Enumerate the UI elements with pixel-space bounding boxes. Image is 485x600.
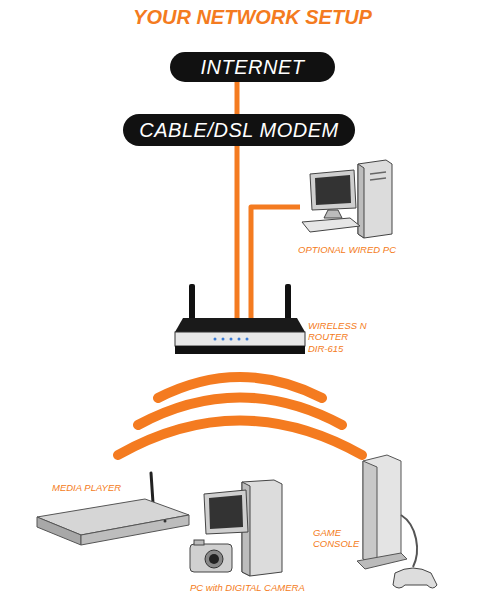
device-label: OPTIONAL WIRED PC — [298, 244, 408, 255]
network-cable — [251, 207, 300, 318]
wireless-waves — [118, 377, 362, 455]
diagram-title: YOUR NETWORK SETUP — [10, 6, 485, 29]
device-node: MEDIA PLAYER — [35, 495, 190, 550]
media-player-art — [37, 473, 189, 545]
game-console-art — [357, 455, 437, 588]
device-node: WIRELESS N ROUTER DIR-615 — [175, 318, 305, 362]
pc-camera-art — [190, 480, 282, 576]
device-node: PC with DIGITAL CAMERA — [190, 480, 290, 580]
network-pill: CABLE/DSL MODEM — [123, 114, 355, 146]
router-art — [175, 284, 305, 354]
pill-label: CABLE/DSL MODEM — [139, 119, 338, 142]
network-cable — [235, 82, 240, 114]
network-pill: INTERNET — [170, 52, 335, 82]
device-label: GAME CONSOLE — [313, 527, 357, 550]
device-label: PC with DIGITAL CAMERA — [190, 582, 350, 593]
device-node: GAME CONSOLE — [355, 455, 440, 590]
pill-label: INTERNET — [201, 56, 305, 79]
device-label: WIRELESS N ROUTER DIR-615 — [308, 320, 370, 354]
network-cable — [235, 146, 240, 318]
device-label: MEDIA PLAYER — [52, 482, 182, 493]
device-node: OPTIONAL WIRED PC — [300, 160, 395, 240]
desktop-pc-art — [302, 160, 392, 238]
